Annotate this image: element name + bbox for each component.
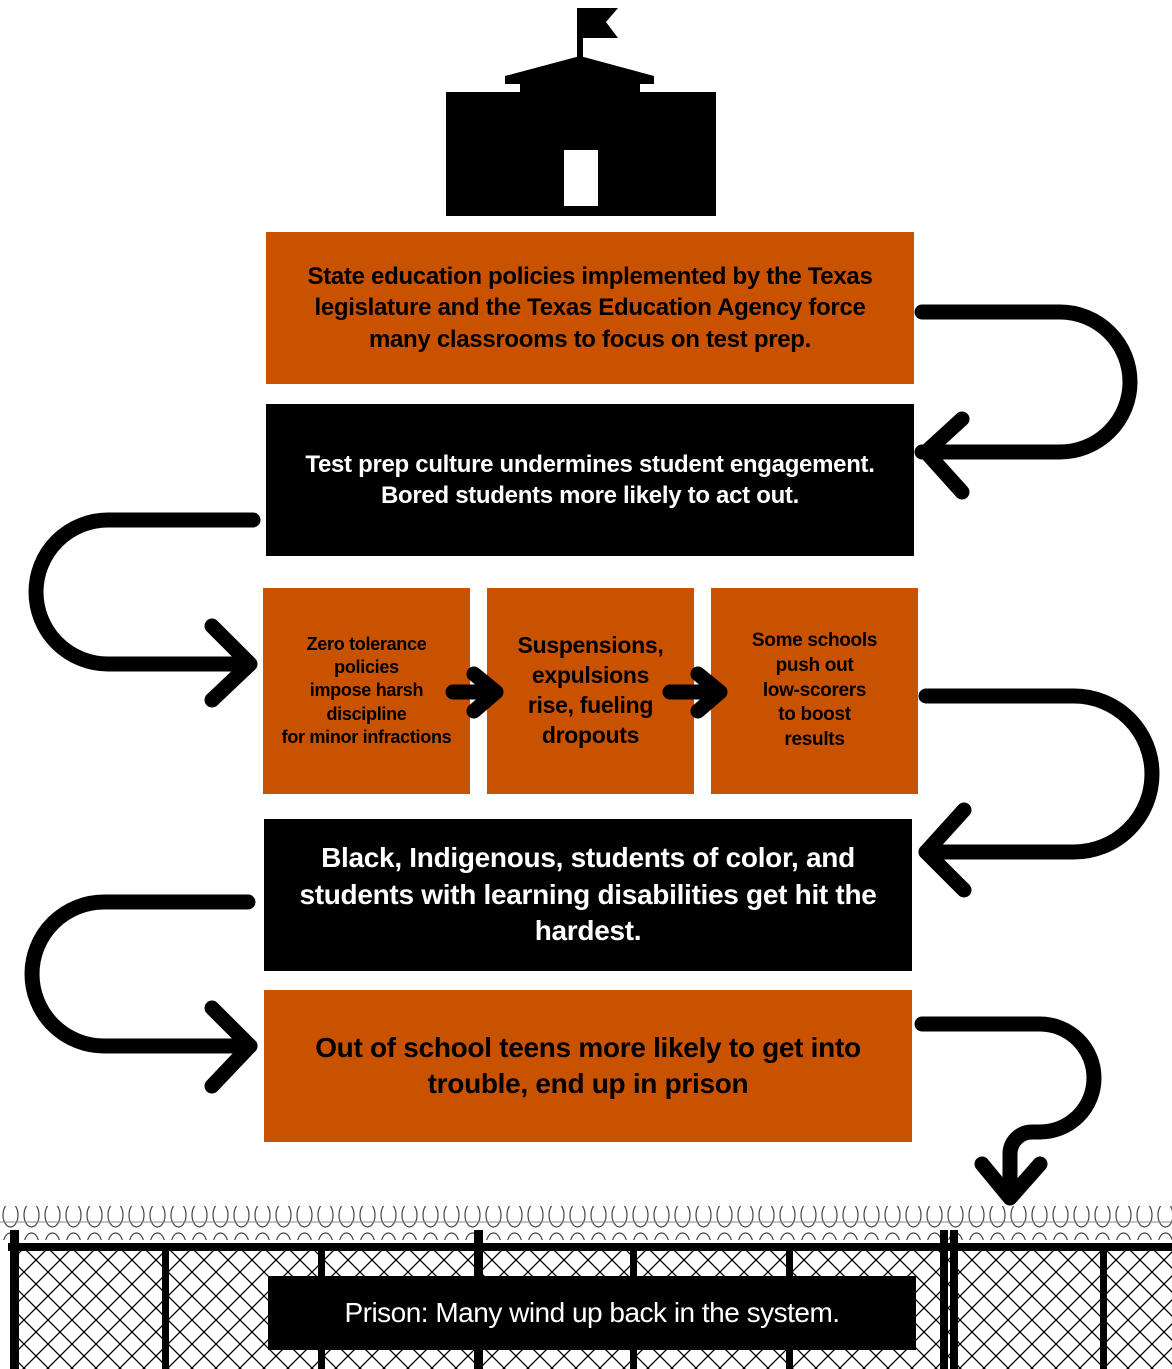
- step-suspensions-box: Suspensions, expulsions rise, fueling dr…: [487, 588, 694, 794]
- arrowhead-icon: [974, 1156, 1048, 1206]
- step-push-out-text: Some schools push out low-scorers to boo…: [751, 630, 878, 751]
- arrow-out-of-school-to-prison: [914, 1016, 1102, 1204]
- step-policies-text: State education policies implemented by …: [307, 263, 873, 353]
- arrow-hit-hardest-to-out-of-school: [24, 894, 258, 1054]
- step-hit-hardest-box: Black, Indigenous, students of color, an…: [264, 819, 912, 971]
- arrow-push-out-to-hit-hardest: [918, 688, 1160, 860]
- arrowhead-icon: [204, 1000, 258, 1094]
- step-zero-tolerance-text: Zero tolerance policies impose harsh dis…: [281, 633, 452, 748]
- step-prison-box: Prison: Many wind up back in the system.: [268, 1276, 916, 1350]
- step-test-prep-box: Test prep culture undermines student eng…: [266, 404, 914, 556]
- step-push-out-box: Some schools push out low-scorers to boo…: [711, 588, 918, 794]
- step-out-of-school-text: Out of school teens more likely to get i…: [315, 1031, 861, 1099]
- step-zero-tolerance-box: Zero tolerance policies impose harsh dis…: [263, 588, 470, 794]
- step-test-prep-text: Test prep culture undermines student eng…: [305, 450, 875, 509]
- arrowhead-icon: [918, 411, 970, 500]
- step-suspensions-text: Suspensions, expulsions rise, fueling dr…: [517, 632, 664, 748]
- schoolhouse-icon: [446, 8, 716, 216]
- step-policies-box: State education policies implemented by …: [266, 232, 914, 384]
- arrowhead-icon: [204, 618, 258, 708]
- step-out-of-school-box: Out of school teens more likely to get i…: [264, 990, 912, 1142]
- arrowhead-icon: [918, 802, 972, 898]
- step-prison-text: Prison: Many wind up back in the system.: [344, 1297, 840, 1328]
- arrow-policies-to-test-prep: [914, 304, 1138, 460]
- arrow-test-prep-to-zero-tolerance: [28, 512, 261, 672]
- step-hit-hardest-text: Black, Indigenous, students of color, an…: [299, 842, 877, 947]
